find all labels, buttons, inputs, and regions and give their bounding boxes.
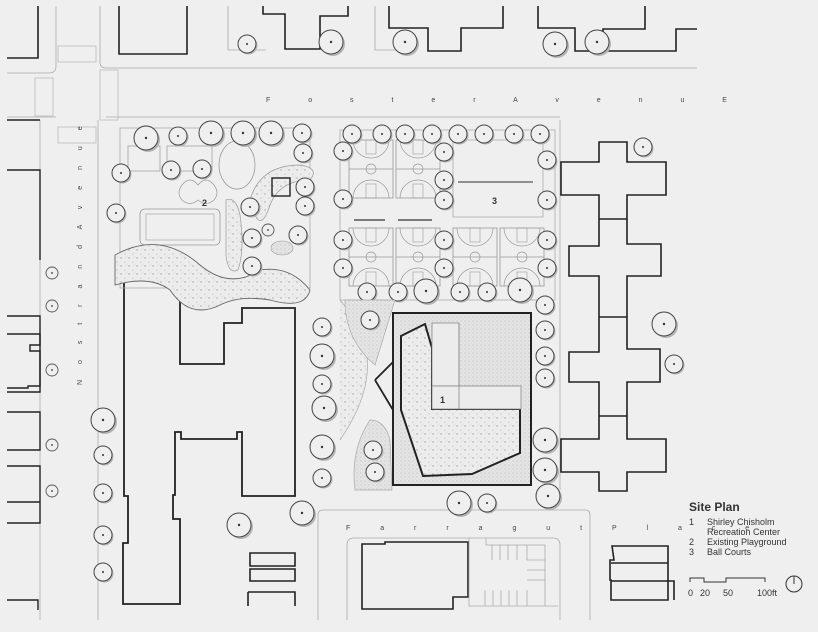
buildings-west [7, 119, 41, 610]
area-label-playground: 2 [202, 198, 207, 208]
street-trees-north [237, 29, 612, 59]
legend-item-label: Shirley Chisholm Recreation Center [707, 517, 781, 537]
legend-item-label: Ball Courts [707, 547, 752, 557]
legend-item: 1 Shirley Chisholm Recreation Center [689, 517, 787, 537]
scale-tick-label: 0 [688, 588, 694, 598]
buildings-east-dividers [599, 218, 627, 417]
street-foster-avenue: F o s t e r A v e n u E [266, 97, 745, 104]
legend-item: 3 Ball Courts [689, 547, 787, 557]
street-nostrand-avenue: N o s t r a n d A v e n u e [77, 119, 84, 385]
north-arrow-icon [785, 575, 803, 593]
parking-lot [468, 538, 558, 607]
legend-item-label: Existing Playground [707, 537, 787, 547]
scale-tick-label: 100ft [757, 588, 778, 598]
east-trees [633, 137, 685, 375]
crosswalks [34, 45, 119, 144]
legend: Site Plan 1 Shirley Chisholm Recreation … [689, 500, 787, 557]
ball-court-trees [333, 124, 558, 306]
legend-item-number: 3 [689, 547, 695, 557]
playground-area: 2 [114, 127, 314, 311]
area-label-ball-courts: 3 [492, 196, 497, 206]
street-farragut-place: F a r r a g u t P l a c e [346, 525, 763, 532]
area-label-recreation-center: 1 [440, 395, 445, 405]
legend-title: Site Plan [689, 500, 740, 514]
recreation-center: 1 [374, 312, 532, 486]
scale-tick-label: 50 [723, 588, 734, 598]
legend-item: 2 Existing Playground [689, 537, 787, 547]
legend-item-number: 1 [689, 517, 695, 527]
buildings-south [247, 541, 675, 610]
existing-building-west [122, 272, 296, 605]
scale-tick-label: 20 [700, 588, 711, 598]
sidewalk-lines-north [7, 6, 697, 118]
scale-bar [689, 577, 766, 583]
legend-item-number: 2 [689, 537, 695, 547]
walkway-area [309, 299, 396, 491]
buildings-east [560, 141, 667, 492]
street-trees-west [45, 266, 59, 498]
